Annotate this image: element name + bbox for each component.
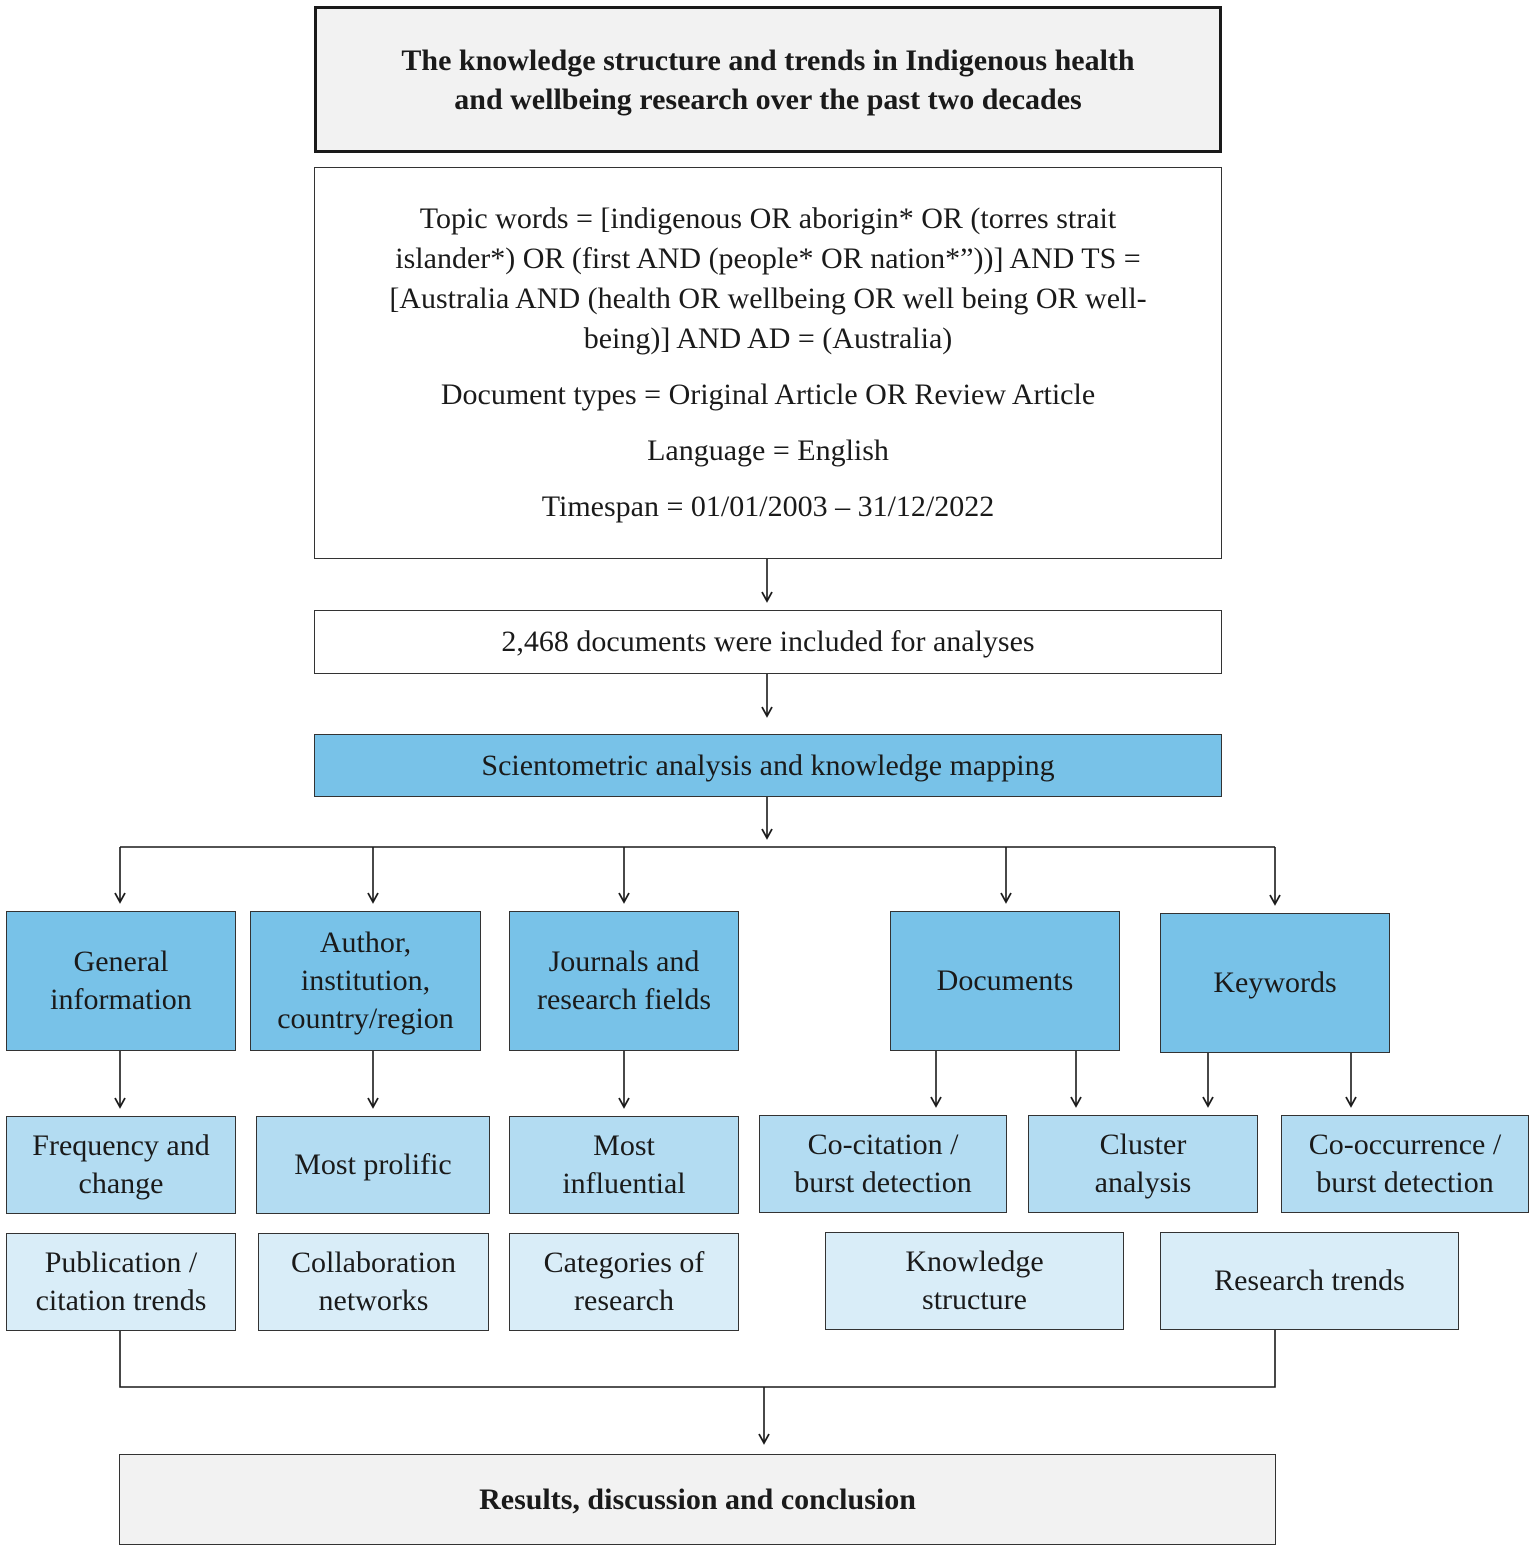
method-influential-line-1: Most xyxy=(593,1129,655,1162)
category-author-line-2: institution, xyxy=(300,964,431,997)
category-documents: Documents xyxy=(890,911,1120,1051)
topic-line-4: being)] AND AD = (Australia) xyxy=(583,322,953,355)
method-frequency-line-2: change xyxy=(78,1167,164,1200)
method-frequency-change: Frequency and change xyxy=(6,1116,236,1214)
output-research-trends: Research trends xyxy=(1160,1232,1459,1330)
output-collaboration-networks: Collaboration networks xyxy=(258,1233,489,1331)
output-knowledge-line-1: Knowledge xyxy=(905,1245,1044,1278)
merge-line xyxy=(119,1330,1276,1388)
category-documents-label: Documents xyxy=(936,964,1074,997)
included-documents-text: 2,468 documents were included for analys… xyxy=(501,625,1035,658)
category-journals-line-1: Journals and xyxy=(548,945,700,978)
output-publication-line-2: citation trends xyxy=(35,1284,207,1317)
method-co-occurrence: Co-occurrence / burst detection xyxy=(1281,1115,1529,1213)
topic-line-2: islander*) OR (first AND (people* OR nat… xyxy=(395,242,1141,275)
output-knowledge-line-2: structure xyxy=(922,1283,1027,1316)
method-most-influential: Most influential xyxy=(509,1116,739,1214)
method-cocitation-line-2: burst detection xyxy=(794,1166,972,1199)
category-general-line-1: General xyxy=(73,945,169,978)
output-collaboration-line-1: Collaboration xyxy=(291,1246,456,1279)
search-query-box: Topic words = [indigenous OR aborigin* O… xyxy=(314,167,1222,559)
category-keywords-label: Keywords xyxy=(1213,966,1337,999)
document-types-line: Document types = Original Article OR Rev… xyxy=(440,378,1096,411)
title-line-1: The knowledge structure and trends in In… xyxy=(401,43,1135,77)
method-prolific-label: Most prolific xyxy=(294,1148,452,1181)
diagram-title: The knowledge structure and trends in In… xyxy=(314,6,1222,153)
category-journals-line-2: research fields xyxy=(536,983,712,1016)
category-author-line-1: Author, xyxy=(319,926,412,959)
method-cooccurrence-line-1: Co-occurrence / xyxy=(1308,1128,1502,1161)
method-co-citation: Co-citation / burst detection xyxy=(759,1115,1007,1213)
topic-line-3: [Australia AND (health OR wellbeing OR w… xyxy=(389,282,1147,315)
title-line-2: and wellbeing research over the past two… xyxy=(454,82,1082,116)
output-trends-label: Research trends xyxy=(1214,1264,1405,1297)
topic-line-1: Topic words = [indigenous OR aborigin* O… xyxy=(419,202,1117,235)
category-author-line-3: country/region xyxy=(277,1002,454,1035)
conclusion-text: Results, discussion and conclusion xyxy=(479,1482,916,1516)
method-cluster-analysis: Cluster analysis xyxy=(1028,1115,1258,1213)
category-general-information: General information xyxy=(6,911,236,1051)
output-categories-of-research: Categories of research xyxy=(509,1233,739,1331)
output-collaboration-line-2: networks xyxy=(318,1284,429,1317)
method-frequency-line-1: Frequency and xyxy=(32,1129,210,1162)
method-cluster-line-1: Cluster xyxy=(1099,1128,1187,1161)
included-documents-box: 2,468 documents were included for analys… xyxy=(314,610,1222,674)
method-influential-line-2: influential xyxy=(562,1167,686,1200)
category-author-institution: Author, institution, country/region xyxy=(250,911,481,1051)
conclusion-box: Results, discussion and conclusion xyxy=(119,1454,1276,1545)
method-cluster-line-2: analysis xyxy=(1094,1166,1192,1199)
output-categories-line-2: research xyxy=(574,1284,674,1317)
output-knowledge-structure: Knowledge structure xyxy=(825,1232,1124,1330)
analysis-text: Scientometric analysis and knowledge map… xyxy=(481,748,1055,782)
analysis-box: Scientometric analysis and knowledge map… xyxy=(314,734,1222,797)
method-cocitation-line-1: Co-citation / xyxy=(807,1128,959,1161)
output-publication-line-1: Publication / xyxy=(44,1246,198,1279)
output-categories-line-1: Categories of xyxy=(543,1246,705,1279)
category-journals-research-fields: Journals and research fields xyxy=(509,911,739,1051)
timespan-line: Timespan = 01/01/2003 – 31/12/2022 xyxy=(541,490,995,523)
method-cooccurrence-line-2: burst detection xyxy=(1316,1166,1494,1199)
language-line: Language = English xyxy=(647,434,889,467)
category-keywords: Keywords xyxy=(1160,913,1390,1053)
method-most-prolific: Most prolific xyxy=(256,1116,490,1214)
output-publication-trends: Publication / citation trends xyxy=(6,1233,236,1331)
category-general-line-2: information xyxy=(50,983,192,1016)
